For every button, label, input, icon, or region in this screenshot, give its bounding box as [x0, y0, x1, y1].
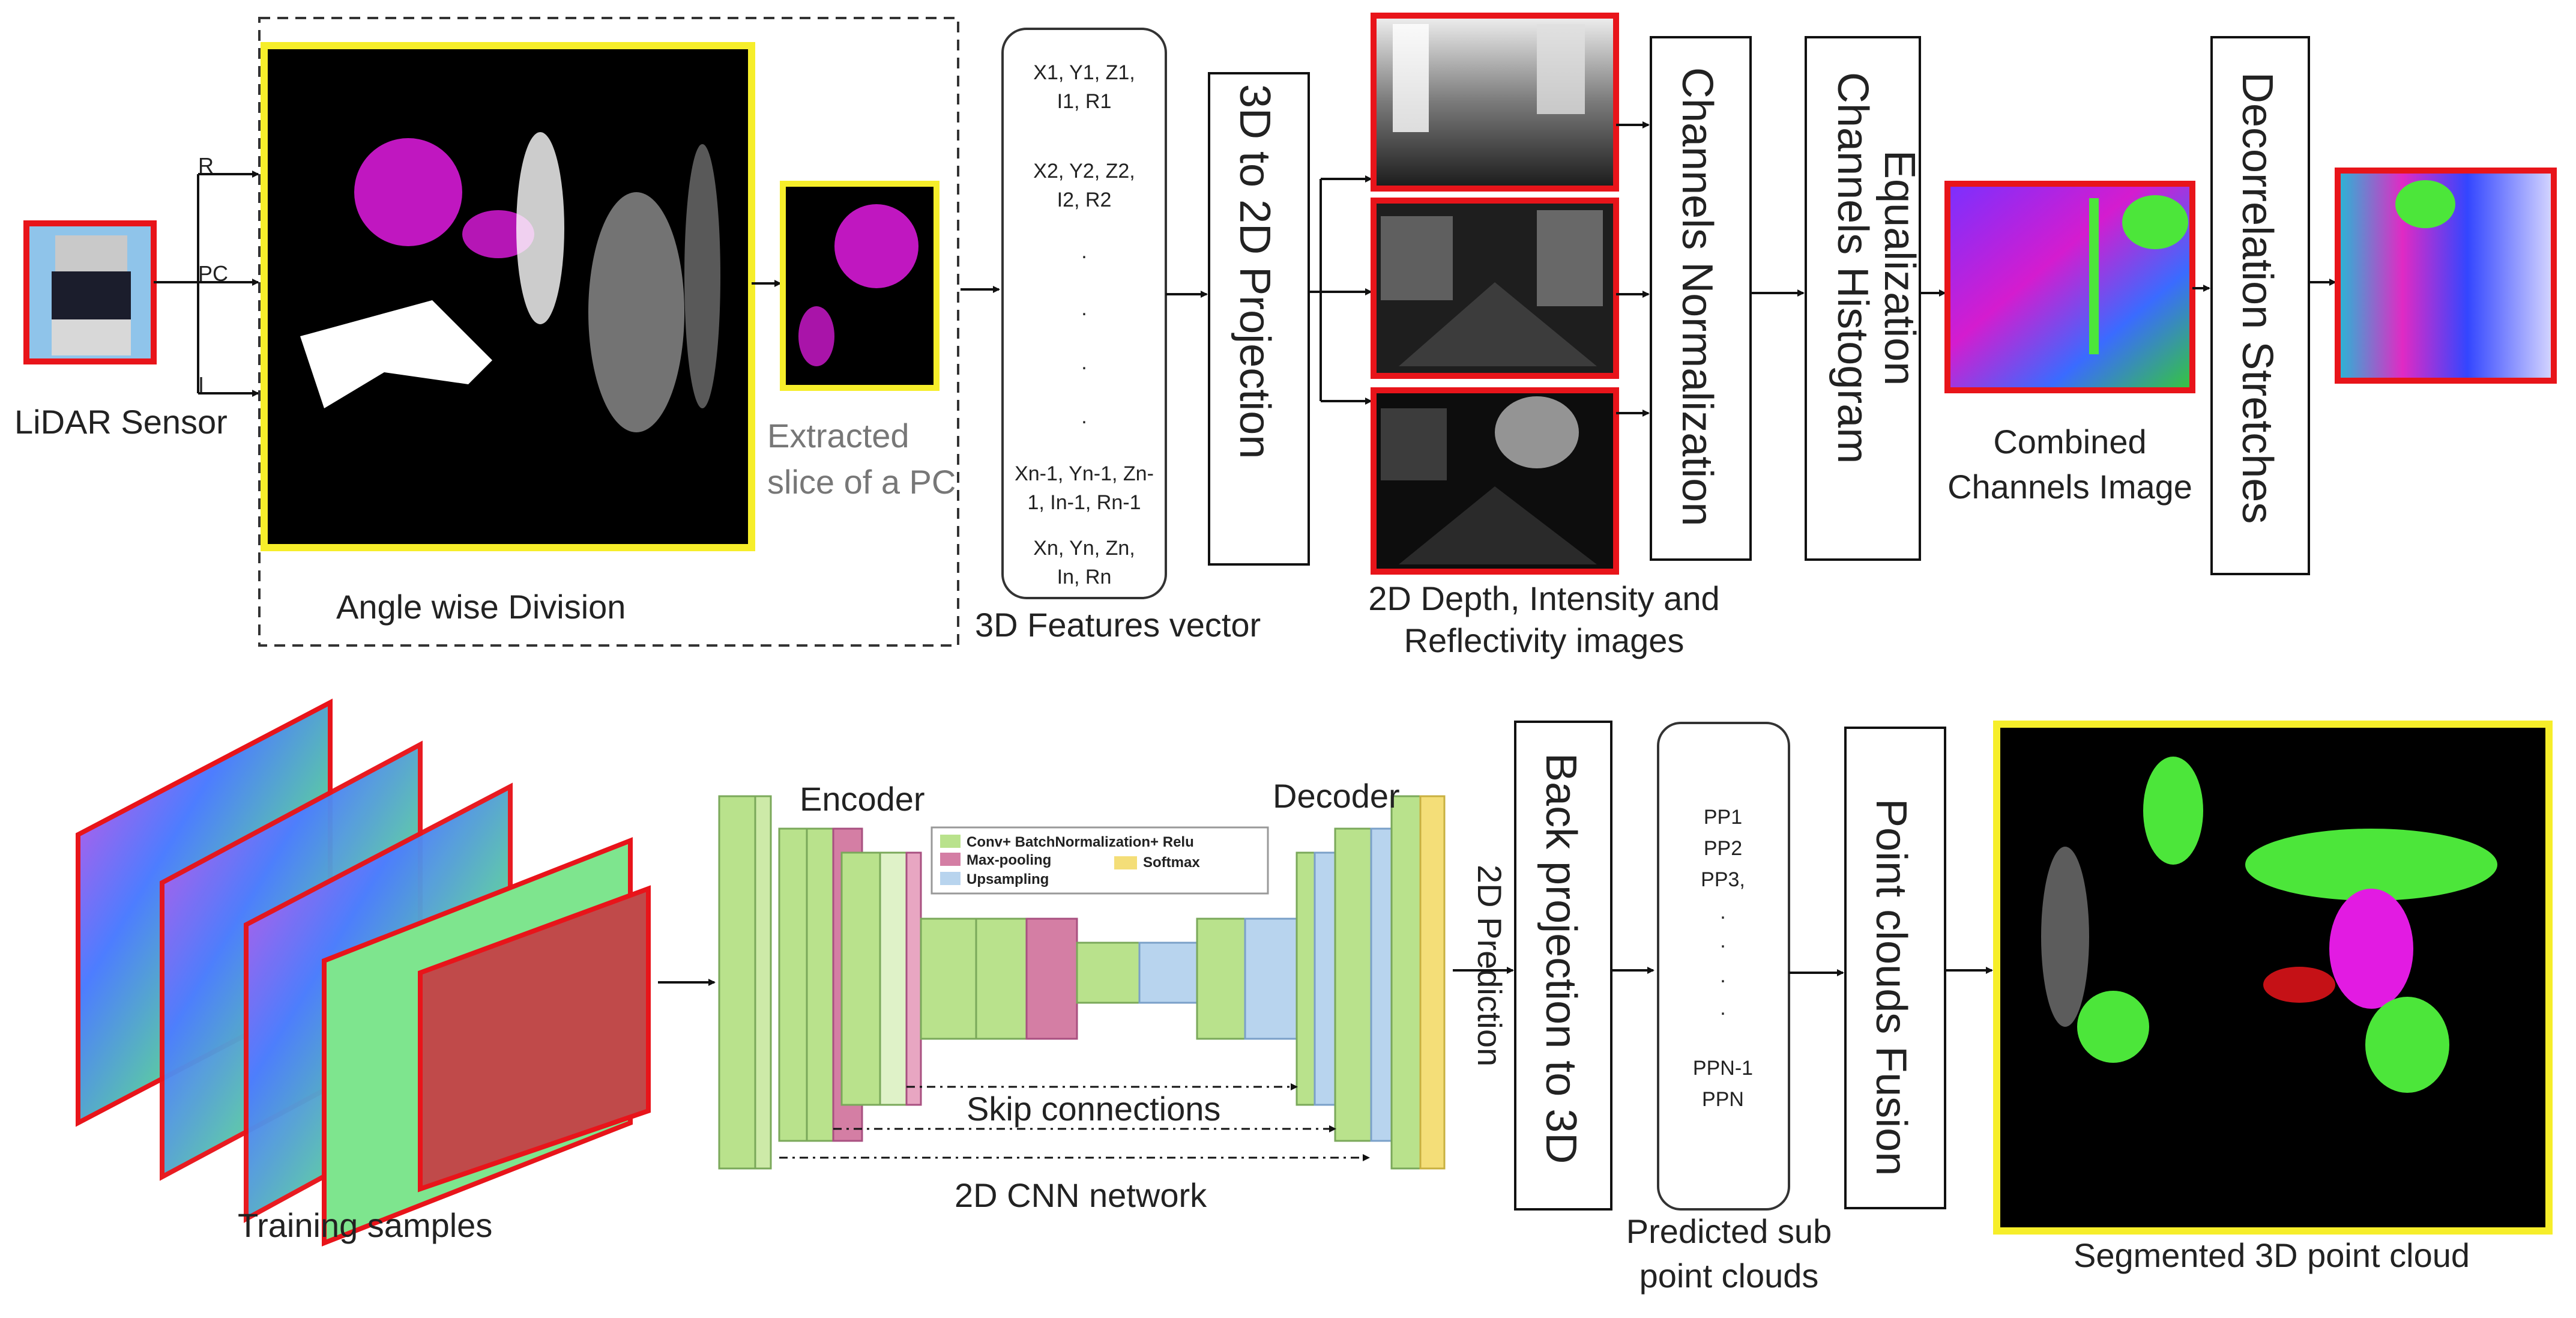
backprojection-box — [1514, 721, 1612, 1211]
projection-box-label: 3D to 2D Projection — [1231, 84, 1279, 459]
sensor-branch-arrows — [154, 171, 259, 397]
cnn-network — [718, 795, 1446, 1170]
combined-label-line1: Combined — [1993, 423, 2146, 461]
pp-line-9: PPN — [1702, 1088, 1744, 1111]
vector-line-8: . — [1081, 405, 1087, 428]
extracted-slice-image — [780, 181, 940, 391]
pp-line-6: . — [1720, 964, 1725, 987]
vector-line-6: . — [1081, 297, 1087, 320]
histogram-box-label-line1: Channels Histogram — [1829, 72, 1877, 464]
pp-line-3: PP3, — [1701, 868, 1745, 891]
projection-fanout-arrows — [1309, 175, 1372, 405]
segmented-label: Segmented 3D point cloud — [2074, 1236, 2470, 1274]
images-to-normalization-arrows — [1616, 121, 1650, 417]
decorrelation-box-label: Decorrelation Stretches — [2233, 72, 2281, 524]
fusion-box — [1844, 727, 1946, 1209]
features-vector-bracket — [1001, 28, 1167, 599]
pp-line-4: . — [1720, 901, 1725, 924]
training-samples-label: Training samples — [238, 1206, 492, 1244]
histogram-box — [1805, 36, 1921, 561]
vector-line-5: . — [1081, 240, 1087, 263]
decorrelation-result-image — [2335, 168, 2557, 384]
intensity-image — [1371, 198, 1619, 379]
vector-line-12: In, Rn — [1057, 566, 1112, 588]
depth-image — [1371, 13, 1619, 192]
cnn-legend — [931, 826, 1269, 895]
lidar-sensor-image — [23, 220, 157, 364]
branch-label-r: R — [198, 153, 214, 178]
pp-line-1: PP1 — [1704, 806, 1742, 829]
features-vector-label: 3D Features vector — [975, 606, 1261, 644]
projection-box — [1208, 72, 1310, 566]
normalization-box — [1650, 36, 1752, 561]
pp-line-8: PPN-1 — [1693, 1057, 1753, 1080]
point-cloud-image — [261, 42, 755, 551]
vector-line-4: I2, R2 — [1057, 189, 1112, 211]
reflectivity-image — [1371, 387, 1619, 575]
legend-maxpool: Max-pooling — [967, 852, 1051, 868]
pp-line-2: PP2 — [1704, 837, 1742, 860]
segmented-point-cloud-image — [1993, 721, 2553, 1235]
vector-line-11: Xn, Yn, Zn, — [1033, 537, 1135, 560]
angle-division-frame — [258, 17, 959, 647]
branch-label-i: I — [198, 372, 204, 397]
vector-line-1: X1, Y1, Z1, — [1033, 61, 1135, 84]
vector-line-2: I1, R1 — [1057, 90, 1112, 113]
training-samples-stack — [76, 698, 651, 1247]
cnn-network-label: 2D CNN network — [955, 1176, 1207, 1214]
branch-label-pc: PC — [198, 261, 228, 286]
legend-softmax: Softmax — [1143, 854, 1200, 871]
vector-line-10: 1, In-1, Rn-1 — [1028, 491, 1141, 514]
predicted-label-line1: Predicted sub — [1626, 1212, 1832, 1250]
pp-bracket — [1657, 722, 1790, 1211]
channel-images-label-line1: 2D Depth, Intensity and — [1368, 579, 1719, 617]
prediction-label: 2D Prediction — [1471, 865, 1509, 1066]
channel-images-label-line2: Reflectivity images — [1404, 621, 1685, 659]
legend-upsampling: Upsampling — [967, 871, 1049, 887]
fusion-box-label: Point clouds Fusion — [1867, 799, 1915, 1176]
extracted-label-line2: slice of a PC — [767, 463, 956, 501]
normalization-box-label: Channels Normalization — [1673, 67, 1721, 526]
backprojection-box-label: Back projection to 3D — [1537, 753, 1585, 1164]
lidar-sensor-label: LiDAR Sensor — [14, 403, 228, 441]
encoder-label: Encoder — [800, 780, 925, 818]
vector-line-9: Xn-1, Yn-1, Zn- — [1015, 462, 1154, 485]
skip-connections-label: Skip connections — [967, 1090, 1220, 1128]
combined-channels-image — [1944, 181, 2195, 393]
pp-line-7: . — [1720, 997, 1725, 1020]
legend-conv: Conv+ BatchNormalization+ Relu — [967, 834, 1194, 850]
decoder-label: Decoder — [1273, 777, 1400, 815]
combined-label-line2: Channels Image — [1947, 468, 2192, 506]
angle-division-label: Angle wise Division — [336, 588, 626, 626]
decorrelation-box — [2210, 36, 2310, 575]
histogram-box-label-line2: Equalization — [1875, 150, 1923, 385]
vector-line-3: X2, Y2, Z2, — [1033, 160, 1135, 183]
vector-line-7: . — [1081, 351, 1087, 374]
pp-line-5: . — [1720, 930, 1725, 952]
extracted-label-line1: Extracted — [767, 417, 909, 455]
predicted-label-line2: point clouds — [1639, 1257, 1819, 1295]
